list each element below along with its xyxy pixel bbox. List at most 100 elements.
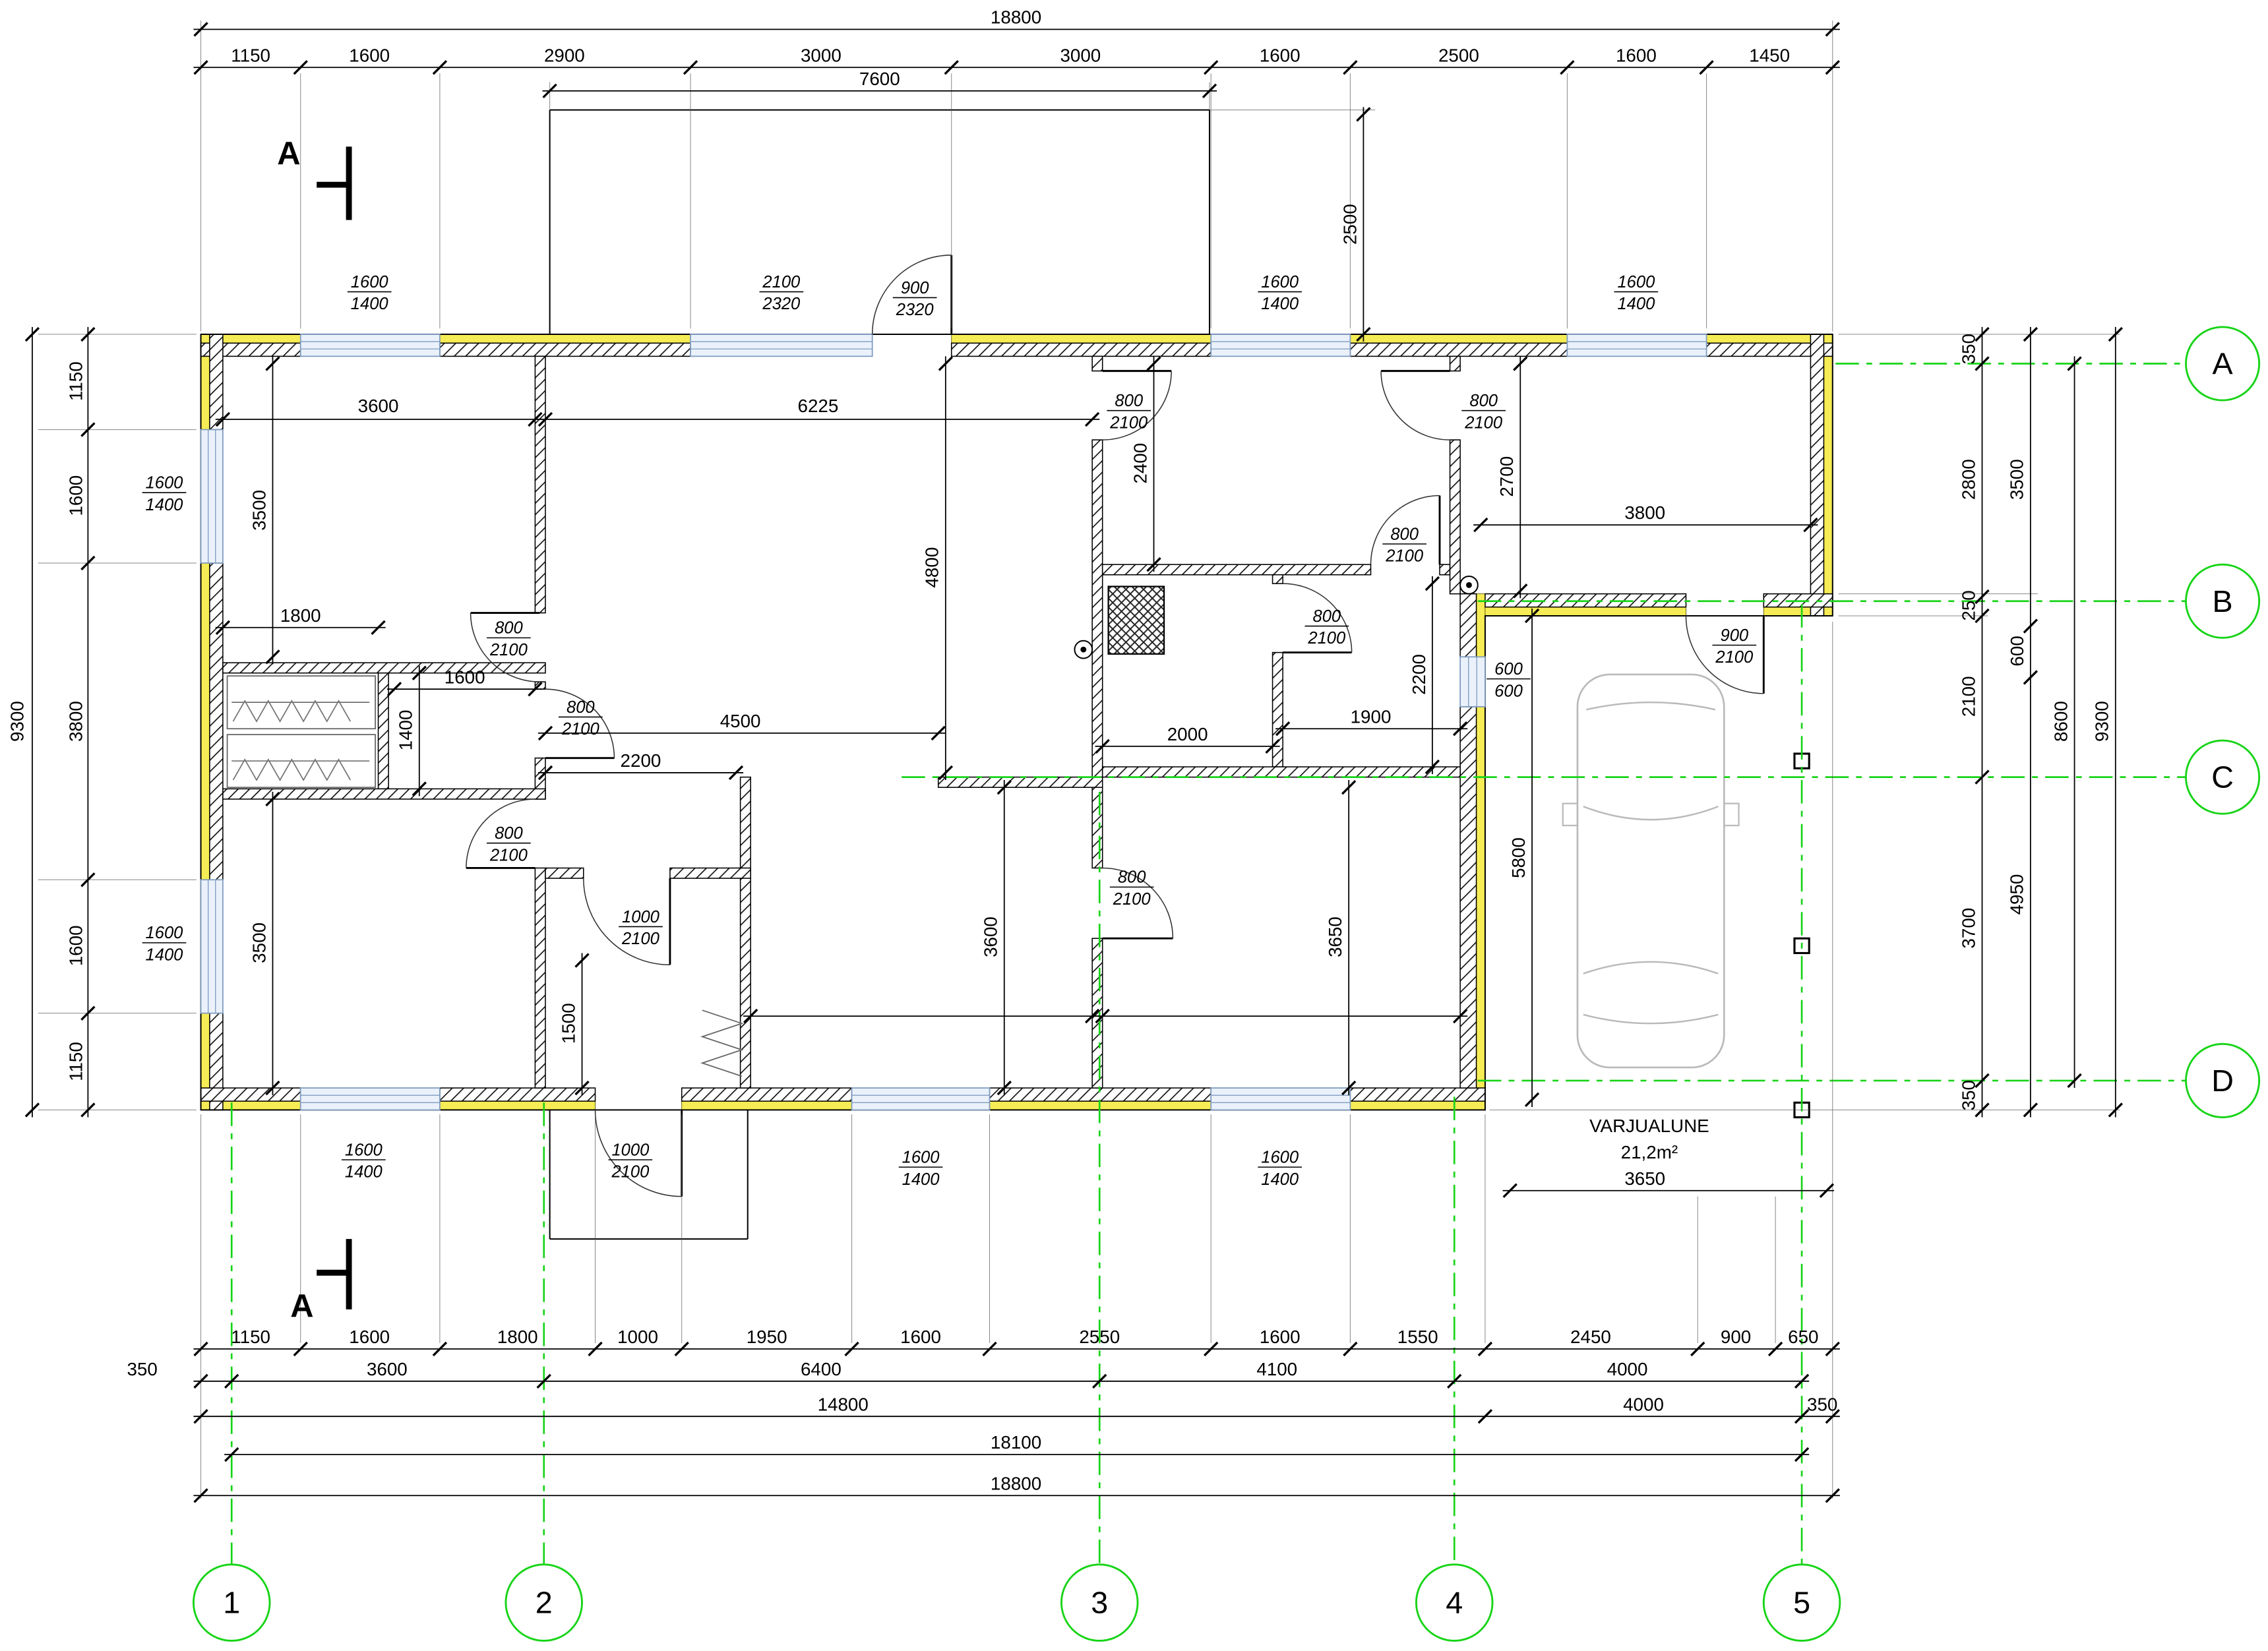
svg-text:C: C — [2211, 760, 2234, 795]
dimension-label: 900 — [1721, 1327, 1751, 1347]
svg-text:800: 800 — [1390, 525, 1419, 543]
dimension-label: 3650 — [1325, 916, 1345, 957]
opening-size-label: 800 2100 — [1461, 392, 1506, 432]
svg-text:A: A — [2213, 346, 2234, 380]
dimension-label: 18800 — [991, 1473, 1041, 1493]
dimension-label: 1000 — [617, 1327, 658, 1347]
dimension-label: 3650 — [1624, 1168, 1665, 1189]
dimension-lines — [24, 22, 2123, 1503]
opening-size-label: 800 2100 — [487, 824, 531, 864]
dimension-label: 2500 — [1339, 204, 1360, 245]
opening-size-label: 900 2320 — [892, 279, 937, 319]
carport-label: VARJUALUNE 21,2m² — [1589, 1116, 1709, 1162]
dimension-label: 3600 — [367, 1359, 408, 1379]
svg-text:2100: 2100 — [1113, 890, 1151, 909]
svg-text:5: 5 — [1793, 1586, 1810, 1620]
axis-row-A: A — [2185, 326, 2261, 402]
svg-text:2100: 2100 — [1464, 413, 1502, 432]
dimension-label: 350 — [1807, 1394, 1837, 1414]
dimension-label: 2500 — [1438, 45, 1479, 65]
window — [851, 1087, 991, 1111]
svg-text:1400: 1400 — [146, 946, 183, 965]
dimension-label: 1600 — [65, 475, 86, 516]
svg-text:1000: 1000 — [611, 1141, 649, 1159]
svg-text:4: 4 — [1446, 1586, 1463, 1620]
dimension-label: 4000 — [1607, 1359, 1648, 1379]
dimension-label: 4950 — [2007, 874, 2027, 915]
svg-text:1600: 1600 — [351, 273, 388, 291]
svg-text:1400: 1400 — [345, 1163, 383, 1182]
svg-text:1: 1 — [223, 1586, 240, 1620]
dimension-label: 18800 — [991, 7, 1041, 28]
svg-text:800: 800 — [1313, 607, 1341, 626]
dimension-label: 1600 — [349, 1327, 390, 1347]
window — [1210, 1087, 1351, 1111]
grid-lines — [230, 363, 2186, 1565]
dimension-label: 1800 — [497, 1327, 538, 1347]
svg-text:1600: 1600 — [146, 474, 183, 493]
dimension-label: 1900 — [1351, 706, 1392, 727]
window — [200, 429, 224, 564]
window — [1459, 656, 1486, 707]
dimension-label: 6400 — [801, 1359, 842, 1379]
dimension-label: 3700 — [1958, 908, 1978, 949]
furniture-fixtures — [226, 575, 1479, 1077]
dimension-label: 1600 — [1260, 45, 1301, 65]
dimension-label: 1450 — [1749, 45, 1790, 65]
svg-text:2320: 2320 — [762, 295, 800, 313]
svg-text:2100: 2100 — [1385, 547, 1423, 566]
dimension-label: 4800 — [922, 547, 942, 588]
svg-text:900: 900 — [901, 279, 929, 297]
dimension-label: 2700 — [1496, 456, 1517, 497]
svg-text:800: 800 — [495, 824, 523, 843]
dimension-label: 1150 — [65, 1042, 86, 1081]
axis-row-B: B — [2185, 563, 2261, 639]
dimension-label: 1950 — [747, 1327, 787, 1347]
dimension-label: 4500 — [720, 711, 761, 731]
dimension-label: 1400 — [396, 710, 416, 751]
svg-text:2100: 2100 — [621, 930, 659, 948]
window — [1566, 334, 1707, 357]
dimension-label: 1500 — [558, 1003, 578, 1044]
dimension-label: 350 — [127, 1359, 157, 1379]
svg-text:2100: 2100 — [489, 846, 528, 864]
svg-text:1400: 1400 — [1261, 1170, 1299, 1189]
dimension-label: 3800 — [65, 701, 86, 742]
svg-text:800: 800 — [567, 698, 595, 717]
window — [200, 879, 224, 1014]
svg-text:D: D — [2211, 1064, 2234, 1098]
dimension-label: 5800 — [1508, 837, 1529, 878]
carport-area: 21,2m² — [1621, 1142, 1678, 1162]
dimension-label: 1600 — [1616, 45, 1657, 65]
axis-row-D: D — [2185, 1042, 2261, 1118]
svg-text:800: 800 — [1118, 868, 1146, 887]
dimension-label: 2800 — [1958, 459, 1978, 500]
svg-text:800: 800 — [1469, 392, 1498, 410]
dimension-label: 1150 — [231, 45, 270, 65]
svg-text:B: B — [2213, 584, 2233, 618]
dimension-label: 1600 — [349, 45, 390, 65]
dimension-label: 3500 — [249, 922, 269, 963]
dimension-label: 2550 — [1079, 1327, 1120, 1347]
svg-text:1600: 1600 — [1261, 273, 1299, 291]
dimension-label: 250 — [1958, 590, 1978, 620]
dimension-label: 1550 — [1397, 1327, 1438, 1347]
svg-text:900: 900 — [1721, 626, 1749, 645]
dimension-label: 650 — [1788, 1327, 1818, 1347]
axis-col-2: 2 — [505, 1563, 583, 1642]
dimension-label: 4000 — [1623, 1394, 1664, 1414]
dimension-label: 2400 — [1130, 443, 1150, 484]
svg-text:2320: 2320 — [896, 301, 934, 319]
car-icon — [1562, 673, 1740, 1069]
svg-text:800: 800 — [495, 619, 523, 638]
dimension-label: 350 — [1958, 334, 1978, 364]
svg-text:1600: 1600 — [902, 1148, 940, 1166]
